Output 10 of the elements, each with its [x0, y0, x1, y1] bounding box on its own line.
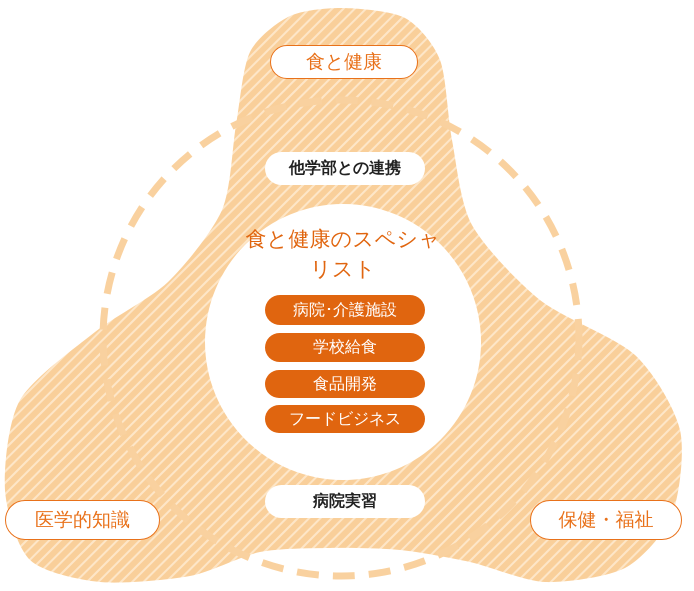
category-pill: 学校給食: [265, 333, 425, 362]
label-pill: 他学部との連携: [265, 152, 425, 185]
category-pill: 食品開発: [265, 370, 425, 398]
center-title: 食と健康のスペシャリスト: [245, 226, 441, 283]
category-pill: フードビジネス: [265, 405, 425, 433]
label-pill: 食と健康: [270, 45, 418, 79]
label-pill: 病院実習: [265, 485, 425, 518]
label-pill: 医学的知識: [5, 500, 160, 540]
category-pill: 病院･介護施設: [265, 295, 425, 325]
label-pill: 保健・福祉: [530, 500, 682, 540]
